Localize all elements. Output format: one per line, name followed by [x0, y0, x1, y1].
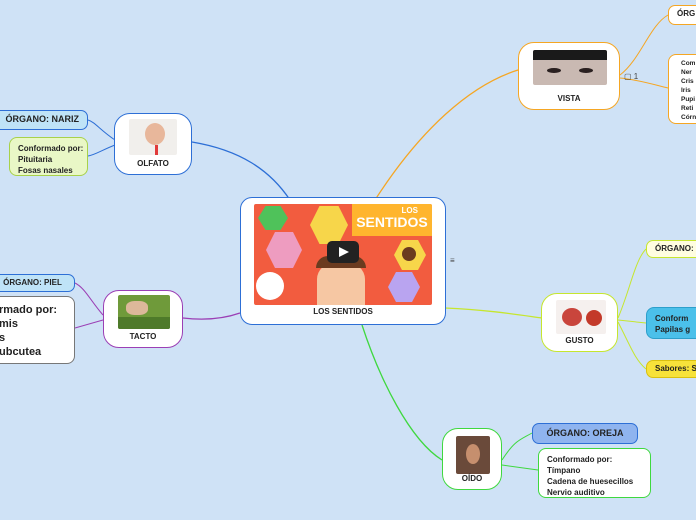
vista-detail-2: Ner: [681, 69, 692, 76]
connector-gusto-sub2: [617, 319, 647, 324]
tacto-details[interactable]: rmado por: mis s ubcutea: [0, 296, 75, 364]
connector-olfato: [191, 141, 291, 201]
oido-details[interactable]: Conformado por: Tímpano Cadena de huesec…: [538, 448, 651, 498]
gusto-image: [556, 300, 606, 334]
vista-detail-3: Cris: [681, 78, 694, 85]
gusto-organ[interactable]: ÓRGANO:: [646, 240, 696, 258]
connector-olfato-sub: [87, 119, 116, 141]
gusto-detail-1: Conform: [655, 314, 689, 323]
tacto-detail-3: s: [0, 331, 64, 345]
gusto-label: GUSTO: [565, 336, 594, 345]
vista-label: VISTA: [557, 94, 581, 103]
video-thumbnail[interactable]: LOS SENTIDOS: [254, 204, 432, 305]
connector-gusto-sub1: [617, 248, 647, 319]
central-node[interactable]: LOS SENTIDOS LOS SENTIDOS: [240, 197, 446, 325]
vista-image: [533, 50, 607, 85]
olfato-image: [129, 119, 177, 155]
connector-vista-sub: [619, 14, 669, 76]
connector-tacto-sub: [74, 282, 104, 316]
video-title-main: SENTIDOS: [356, 214, 428, 230]
tacto-organ[interactable]: ÓRGANO: PIEL: [0, 274, 75, 292]
notes-icon[interactable]: ≡: [450, 256, 455, 265]
vista-detail-1: Com: [681, 60, 696, 67]
vista-detail-5: Pupi: [681, 96, 696, 103]
tacto-image: [118, 295, 170, 329]
oido-detail-1: Conformado por:: [547, 455, 613, 464]
vista-node[interactable]: VISTA: [518, 42, 620, 110]
vista-detail-4: Iris: [681, 87, 691, 94]
vista-detail-7: Córn: [681, 114, 696, 121]
oido-detail-4: Nervio auditivo: [547, 488, 605, 497]
oido-label: OÍDO: [461, 474, 483, 483]
oido-detail-3: Cadena de huesecillos: [547, 477, 634, 486]
video-title-top: LOS: [401, 206, 418, 215]
connector-oido-sub2: [501, 464, 539, 471]
oido-detail-2: Tímpano: [547, 466, 581, 475]
connector-oido: [361, 324, 443, 461]
connector-gusto: [444, 307, 543, 319]
olfato-detail-1: Conformado por:: [18, 144, 84, 153]
gusto-flavors[interactable]: Sabores: S: [646, 360, 696, 378]
olfato-label: OLFATO: [137, 159, 169, 168]
olfato-organ[interactable]: ÓRGANO: NARIZ: [0, 110, 88, 130]
connector-gusto-sub3: [617, 321, 647, 370]
connector-oido-sub: [501, 432, 533, 461]
olfato-details[interactable]: Conformado por: Pituitaria Fosas nasales: [9, 137, 88, 176]
oido-node[interactable]: OÍDO: [442, 428, 502, 490]
vista-detail-6: Reti: [681, 105, 694, 112]
tacto-detail-1: rmado por:: [0, 304, 58, 316]
gusto-detail-2: Papilas g: [655, 325, 691, 334]
oido-organ[interactable]: ÓRGANO: OREJA: [532, 423, 638, 444]
connector-vista: [374, 69, 519, 201]
olfato-detail-3: Fosas nasales: [18, 166, 73, 175]
connector-tacto: [182, 312, 241, 320]
connector-olfato-sub2: [87, 144, 116, 157]
tacto-detail-2: mis: [0, 318, 18, 330]
gusto-details[interactable]: Conform Papilas g: [646, 307, 696, 339]
comment-icon[interactable]: ▢ 1: [624, 72, 639, 81]
central-label: LOS SENTIDOS: [313, 307, 373, 316]
tacto-node[interactable]: TACTO: [103, 290, 183, 348]
vista-details[interactable]: Com Ner Cris Iris Pupi Reti Córn: [668, 54, 696, 124]
connector-tacto-sub2: [74, 319, 104, 329]
olfato-detail-2: Pituitaria: [18, 155, 53, 164]
vista-collapsed-count: 1: [633, 72, 639, 81]
vista-organ[interactable]: ÓRG: [668, 5, 696, 25]
oido-image: [456, 436, 490, 474]
tacto-detail-4: ubcutea: [0, 346, 42, 358]
gusto-node[interactable]: GUSTO: [541, 293, 618, 352]
tacto-label: TACTO: [129, 332, 157, 341]
olfato-node[interactable]: OLFATO: [114, 113, 192, 175]
connector-vista-sub2: [619, 77, 669, 89]
play-icon[interactable]: [327, 241, 359, 263]
